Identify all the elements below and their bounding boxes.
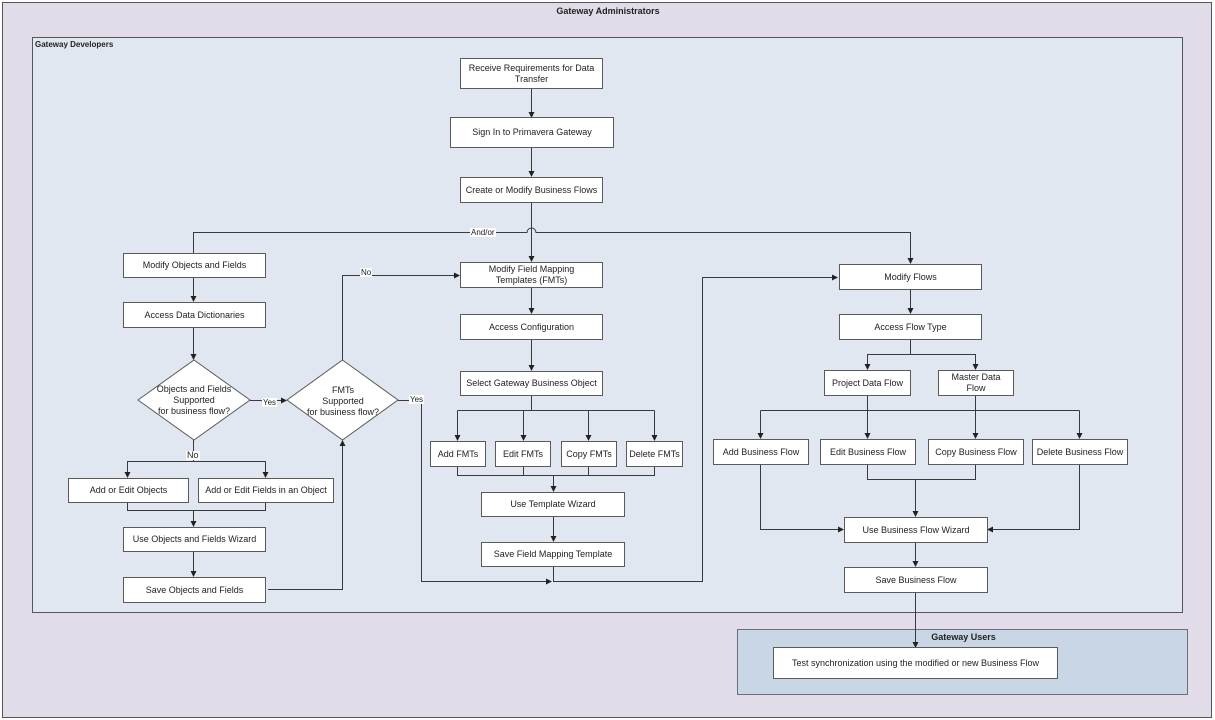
step-sign-in[interactable]: Sign In to Primavera Gateway [450, 117, 614, 148]
step-copy-business-flow[interactable]: Copy Business Flow [928, 439, 1024, 465]
edge-type-branch [867, 339, 976, 369]
step-use-objects-fields-wizard[interactable]: Use Objects and Fields Wizard [123, 527, 266, 552]
step-create-modify-business-flows[interactable]: Create or Modify Business Flows [460, 177, 603, 203]
step-use-business-flow-wizard[interactable]: Use Business Flow Wizard [844, 517, 988, 543]
step-access-flow-type[interactable]: Access Flow Type [839, 314, 982, 340]
edge-select-branch [457, 396, 655, 411]
step-receive-requirements[interactable]: Receive Requirements for Data Transfer [460, 58, 603, 89]
lane-title-users: Gateway Users [931, 632, 996, 642]
step-add-fmts[interactable]: Add FMTs [430, 441, 486, 467]
step-modify-fmts[interactable]: Modify Field Mapping Templates (FMTs) [460, 262, 603, 288]
step-project-data-flow[interactable]: Project Data Flow [824, 370, 911, 396]
edge-add-wizard [760, 464, 844, 533]
label-and-or: And/or [470, 228, 496, 237]
edge-merge-objects [127, 503, 266, 526]
edge-editcopy-wizard [867, 464, 976, 516]
step-edit-fmts[interactable]: Edit FMTs [495, 441, 551, 467]
decision-objects-supported [137, 359, 251, 441]
edge-objdec-no-right [193, 461, 269, 478]
decision-objects-text: Objects and Fields Supported for busines… [156, 384, 232, 416]
step-delete-fmts[interactable]: Delete FMTs [626, 441, 683, 467]
step-save-field-mapping-template[interactable]: Save Field Mapping Template [481, 542, 625, 567]
step-add-edit-fields[interactable]: Add or Edit Fields in an Object [198, 478, 334, 503]
step-access-configuration[interactable]: Access Configuration [460, 314, 603, 340]
edge-fmtdec-no [342, 272, 460, 360]
edge-andor-branch [193, 227, 914, 264]
step-add-edit-objects[interactable]: Add or Edit Objects [68, 478, 189, 503]
edge-save-fmtdec [268, 440, 346, 590]
edge-dataflow-branch [760, 396, 1080, 411]
step-modify-objects-fields[interactable]: Modify Objects and Fields [123, 253, 266, 278]
edge-fmts-merge [457, 467, 655, 491]
step-delete-business-flow[interactable]: Delete Business Flow [1032, 439, 1128, 465]
step-use-template-wizard[interactable]: Use Template Wizard [481, 492, 625, 517]
step-select-business-object[interactable]: Select Gateway Business Object [460, 371, 603, 396]
step-test-synchronization[interactable]: Test synchronization using the modified … [773, 647, 1058, 679]
lane-title-administrators: Gateway Administrators [556, 6, 660, 16]
label-objects-no: No [186, 450, 200, 460]
lane-title-developers: Gateway Developers [35, 40, 114, 49]
edge-savefmt-flows [553, 274, 838, 582]
edge-delete-wizard [987, 464, 1080, 533]
step-save-business-flow[interactable]: Save Business Flow [844, 567, 988, 593]
step-edit-business-flow[interactable]: Edit Business Flow [820, 439, 916, 465]
step-modify-flows[interactable]: Modify Flows [839, 264, 982, 290]
label-fmts-no: No [360, 268, 373, 277]
decision-fmts-text: FMTs Supported for business flow? [306, 385, 380, 417]
step-copy-fmts[interactable]: Copy FMTs [561, 441, 617, 467]
label-objects-yes: Yes [262, 398, 278, 407]
edge-objdec-no [124, 440, 194, 478]
step-add-business-flow[interactable]: Add Business Flow [713, 439, 809, 465]
step-save-objects-fields[interactable]: Save Objects and Fields [123, 577, 266, 603]
step-master-data-flow[interactable]: Master Data Flow [938, 370, 1014, 396]
decision-fmts-supported [286, 359, 399, 441]
label-fmts-yes: Yes [409, 395, 425, 404]
step-access-data-dictionaries[interactable]: Access Data Dictionaries [123, 302, 266, 328]
